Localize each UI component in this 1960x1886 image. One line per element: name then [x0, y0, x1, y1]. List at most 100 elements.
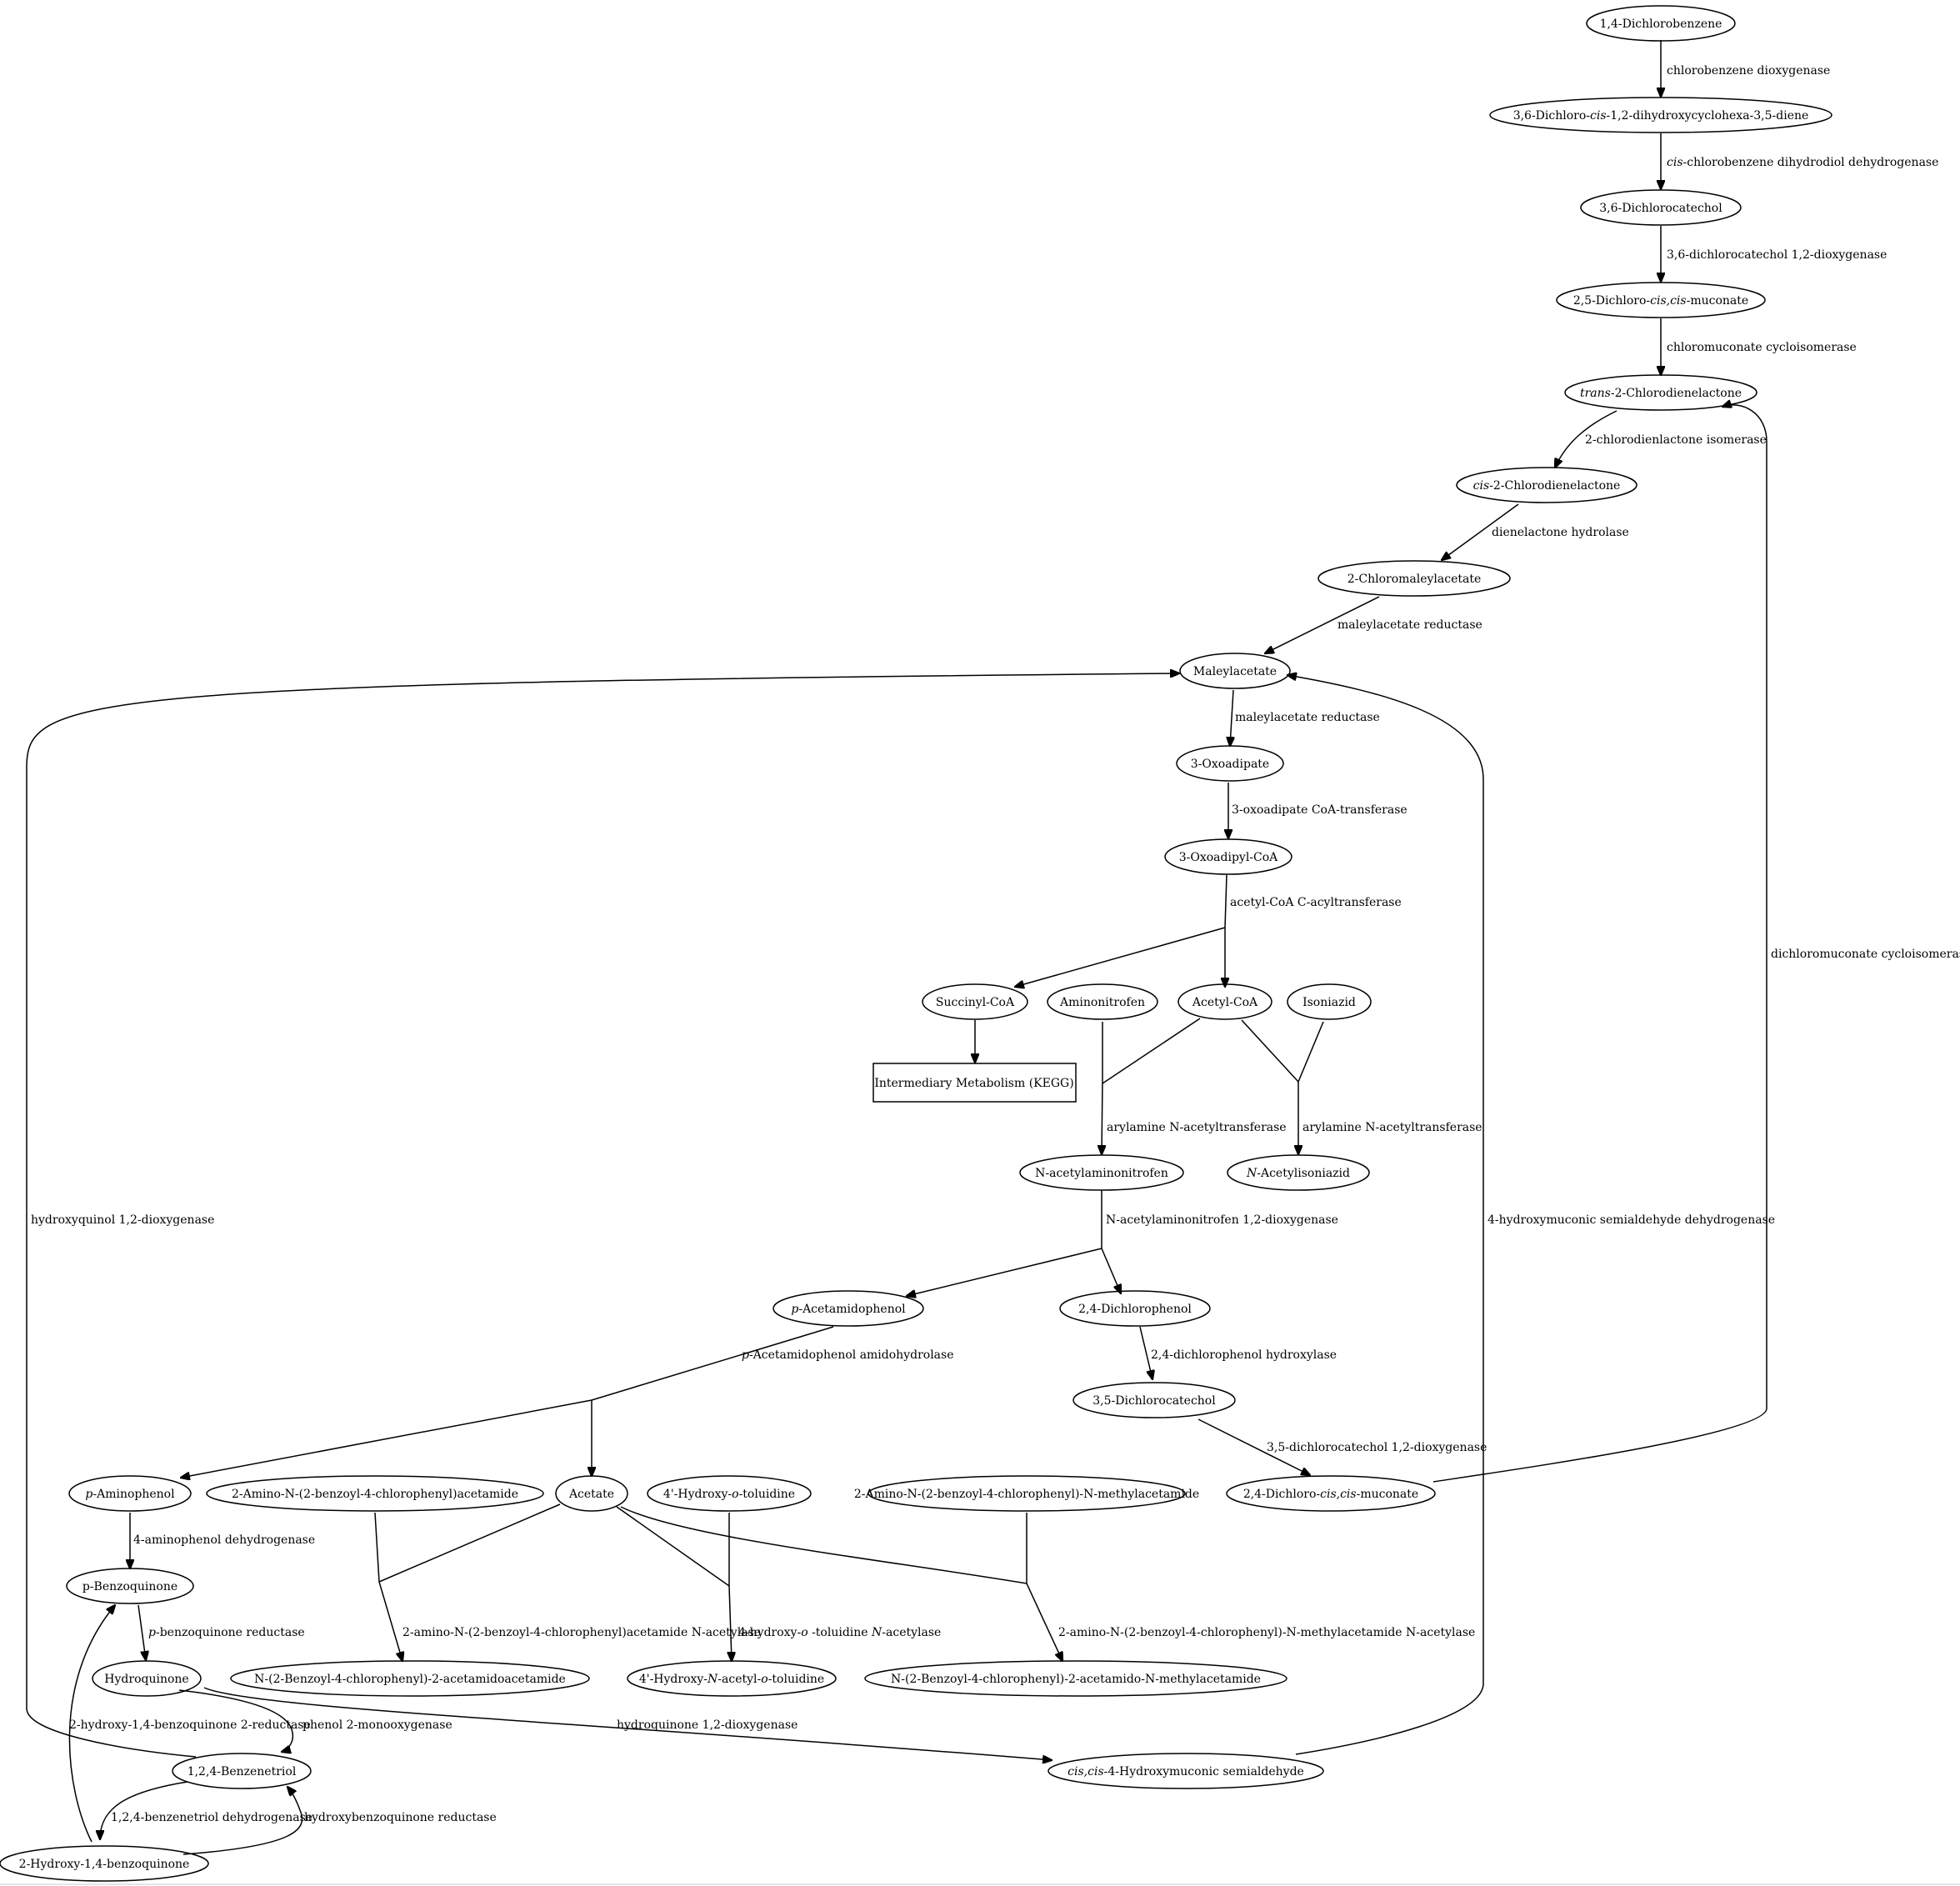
edge-label-3-6-dichlorocatechol-dioxygenase: 3,6-dichlorocatechol 1,2-dioxygenase: [1667, 248, 1887, 262]
edge-abcm-nbcm: [1026, 1513, 1062, 1661]
edge-label-arylamine-n-acetyltransferase-2: arylamine N-acetyltransferase: [1302, 1121, 1482, 1134]
node-1-2-4-benzenetriol[interactable]: 1,2,4-Benzenetriol: [172, 1753, 312, 1789]
node-label: 2-Hydroxy-1,4-benzoquinone: [19, 1858, 190, 1871]
edge-label-maleylacetate-reductase-1: maleylacetate reductase: [1338, 618, 1482, 632]
edge-hbq-bt: [182, 1787, 303, 1855]
edge-label-abca-n-acetylase: 2-amino-N-(2-benzoyl-4-chlorophenyl)acet…: [402, 1626, 761, 1639]
node-label: 3,6-Dichlorocatechol: [1599, 202, 1722, 215]
edge-oxocoa-junction: [1224, 874, 1228, 928]
edge-bt-hbq: [100, 1781, 188, 1839]
node-label: N-(2-Benzoyl-4-chlorophenyl)-2-acetamido…: [254, 1673, 566, 1686]
node-p-benzoquinone[interactable]: p-Benzoquinone: [66, 1568, 194, 1604]
node-2-hydroxy-1-4-benzoquinone[interactable]: 2-Hydroxy-1,4-benzoquinone: [0, 1845, 209, 1882]
edge-labels: chlorobenzene dioxygenase cis-chlorobenz…: [31, 64, 1960, 1824]
node-label: N-(2-Benzoyl-4-chlorophenyl)-2-acetamido…: [891, 1673, 1261, 1686]
node-label: 2,4-Dichlorophenol: [1078, 1303, 1192, 1316]
node-2-4-dichloro-muconate[interactable]: 2,4-Dichloro-cis,cis-muconate: [1226, 1475, 1436, 1512]
node-label: 3-Oxoadipyl-CoA: [1179, 851, 1278, 864]
edge-pacp-junction: [591, 1326, 834, 1401]
node-maleylacetate[interactable]: Maleylacetate: [1179, 653, 1291, 689]
edge-dcmuc24-transcdl: [1432, 405, 1768, 1483]
node-label: 2,4-Dichloro-cis,cis-muconate: [1243, 1488, 1418, 1501]
node-label: p-Acetamidophenol: [791, 1303, 906, 1316]
edge-acet-hotjoin: [616, 1506, 730, 1587]
node-label: Maleylacetate: [1193, 665, 1277, 678]
edge-label-hydroxymuconic-semialdehyde-dehydrogenase: 4-hydroxymuconic semialdehyde dehydrogen…: [1488, 1213, 1775, 1227]
node-3-oxoadipate[interactable]: 3-Oxoadipate: [1176, 745, 1284, 782]
edge-label-phenol-2-monooxygenase: phenol 2-monooxygenase: [302, 1718, 452, 1732]
edge-label-chlorodienlactone-isomerase: 2-chlorodienlactone isomerase: [1585, 433, 1767, 447]
node-cis-2-chlorodienelactone[interactable]: cis-2-Chlorodienelactone: [1456, 467, 1638, 503]
node-2-chloromaleylacetate[interactable]: 2-Chloromaleylacetate: [1318, 560, 1511, 597]
edges: [26, 40, 1768, 1855]
node-acetyl-coa[interactable]: Acetyl-CoA: [1178, 983, 1272, 1020]
node-label: Hydroquinone: [104, 1673, 188, 1686]
edge-pbq-hq: [138, 1604, 146, 1660]
edge-label-p-benzoquinone-reductase: p-benzoquinone reductase: [148, 1626, 305, 1639]
node-n-acetylaminonitrofen[interactable]: N-acetylaminonitrofen: [1019, 1154, 1184, 1191]
node-label: 3-Oxoadipate: [1191, 758, 1269, 771]
node-4-hydroxy-n-acetyl-o-toluidine[interactable]: 4'-Hydroxy-N-acetyl-o-toluidine: [627, 1660, 837, 1697]
node-acetate[interactable]: Acetate: [555, 1475, 628, 1512]
edge-label-hydroxyquinol-dioxygenase: hydroxyquinol 1,2-dioxygenase: [31, 1213, 214, 1227]
node-label: 2-Amino-N-(2-benzoyl-4-chlorophenyl)-N-m…: [854, 1488, 1199, 1501]
node-3-5-dichlorocatechol[interactable]: 3,5-Dichlorocatechol: [1072, 1382, 1236, 1418]
edge-junction-succ: [1015, 927, 1226, 987]
node-2-amino-n-benzoyl-chlorophenyl-n-methylacetamide[interactable]: 2-Amino-N-(2-benzoyl-4-chlorophenyl)-N-m…: [854, 1475, 1199, 1512]
edge-hq-hms: [203, 1687, 1052, 1760]
node-isoniazid[interactable]: Isoniazid: [1287, 983, 1372, 1020]
node-label: cis,cis-4-Hydroxymuconic semialdehyde: [1068, 1765, 1304, 1778]
edge-ma-oxo: [1230, 689, 1233, 746]
edge-label-chlorobenzene-dioxygenase: chlorobenzene dioxygenase: [1667, 64, 1830, 78]
node-p-aminophenol[interactable]: p-Aminophenol: [68, 1475, 192, 1512]
node-3-6-dichlorocatechol[interactable]: 3,6-Dichlorocatechol: [1580, 189, 1742, 226]
node-label: 3,5-Dichlorocatechol: [1092, 1394, 1216, 1408]
node-label: 4'-Hydroxy-N-acetyl-o-toluidine: [639, 1673, 824, 1686]
edge-label-benzenetriol-dehydrogenase: 1,2,4-benzenetriol dehydrogenase: [111, 1811, 312, 1824]
node-3-6-dichloro-dihydroxycyclohexadiene[interactable]: 3,6-Dichloro-cis-1,2-dihydroxycyclohexa-…: [1489, 97, 1832, 133]
edge-label-dienelactone-hydrolase: dienelactone hydrolase: [1492, 526, 1629, 539]
edge-label-hydroquinone-dioxygenase: hydroquinone 1,2-dioxygenase: [617, 1718, 798, 1732]
edge-label-abcm-n-acetylase: 2-amino-N-(2-benzoyl-4-chlorophenyl)-N-m…: [1058, 1626, 1475, 1639]
node-label: 1,4-Dichlorobenzene: [1600, 18, 1722, 31]
edge-label-acetyl-coa-c-acyltransferase: acetyl-CoA C-acyltransferase: [1230, 896, 1402, 909]
node-label: 3,6-Dichloro-cis-1,2-dihydroxycyclohexa-…: [1513, 109, 1809, 123]
node-label: Succinyl-CoA: [936, 996, 1015, 1009]
node-label: Aminonitrofen: [1059, 996, 1145, 1009]
node-n-acetylisoniazid[interactable]: N-Acetylisoniazid: [1227, 1154, 1370, 1191]
edge-junction-pap: [181, 1399, 592, 1478]
node-hydroquinone[interactable]: Hydroquinone: [92, 1660, 202, 1697]
node-label: p-Aminophenol: [85, 1488, 175, 1501]
edge-cma-ma: [1265, 596, 1380, 653]
edge-label-hydroxy-toluidine-n-acetylase: 4-hydroxy-o -toluidine N-acetylase: [738, 1626, 941, 1639]
node-intermediary-metabolism-kegg[interactable]: Intermediary Metabolism (KEGG): [872, 1063, 1077, 1103]
node-label: 4'-Hydroxy-o-toluidine: [663, 1488, 795, 1501]
edge-label-chloromuconate-cycloisomerase: chloromuconate cycloisomerase: [1667, 341, 1857, 354]
node-aminonitrofen[interactable]: Aminonitrofen: [1047, 983, 1158, 1020]
edge-hbq-pbq: [68, 1605, 115, 1843]
edge-label-4-aminophenol-dehydrogenase: 4-aminophenol dehydrogenase: [133, 1533, 315, 1547]
node-n-benzoyl-chlorophenyl-acetamido-n-methylacetamide[interactable]: N-(2-Benzoyl-4-chlorophenyl)-2-acetamido…: [864, 1660, 1288, 1697]
node-3-oxoadipyl-coa[interactable]: 3-Oxoadipyl-CoA: [1164, 838, 1292, 875]
node-4-hydroxymuconic-semialdehyde[interactable]: cis,cis-4-Hydroxymuconic semialdehyde: [1048, 1753, 1324, 1789]
node-label: N-Acetylisoniazid: [1246, 1167, 1350, 1180]
edge-label-arylamine-n-acetyltransferase-1: arylamine N-acetyltransferase: [1107, 1121, 1287, 1134]
node-2-4-dichlorophenol[interactable]: 2,4-Dichlorophenol: [1059, 1290, 1211, 1327]
edge-label-maleylacetate-reductase-2: maleylacetate reductase: [1235, 711, 1380, 724]
node-2-5-dichloro-muconate[interactable]: 2,5-Dichloro-cis,cis-muconate: [1556, 282, 1766, 318]
node-1-4-dichlorobenzene[interactable]: 1,4-Dichlorobenzene: [1586, 5, 1736, 42]
edge-label-dihydrodiol-dehydrogenase: cis-chlorobenzene dihydrodiol dehydrogen…: [1667, 156, 1938, 169]
edge-hq-bt: [178, 1689, 293, 1752]
node-trans-2-chlorodienelactone[interactable]: trans-2-Chlorodienelactone: [1564, 374, 1758, 411]
node-4-hydroxy-o-toluidine[interactable]: 4'-Hydroxy-o-toluidine: [647, 1475, 812, 1512]
node-succinyl-coa[interactable]: Succinyl-CoA: [922, 983, 1028, 1020]
edge-abca-nbca: [374, 1512, 402, 1661]
node-label: Acetyl-CoA: [1192, 996, 1258, 1009]
node-p-acetamidophenol[interactable]: p-Acetamidophenol: [772, 1290, 924, 1327]
edge-junction-dcp24: [1101, 1248, 1121, 1293]
edge-hms-ma: [1288, 675, 1484, 1755]
node-2-amino-n-benzoyl-chlorophenyl-acetamide[interactable]: 2-Amino-N-(2-benzoyl-4-chlorophenyl)acet…: [206, 1475, 544, 1512]
node-n-benzoyl-chlorophenyl-acetamidoacetamide[interactable]: N-(2-Benzoyl-4-chlorophenyl)-2-acetamido…: [230, 1660, 590, 1697]
nodes: 1,4-Dichlorobenzene 3,6-Dichloro-cis-1,2…: [0, 5, 1832, 1882]
node-label: Isoniazid: [1302, 996, 1356, 1009]
